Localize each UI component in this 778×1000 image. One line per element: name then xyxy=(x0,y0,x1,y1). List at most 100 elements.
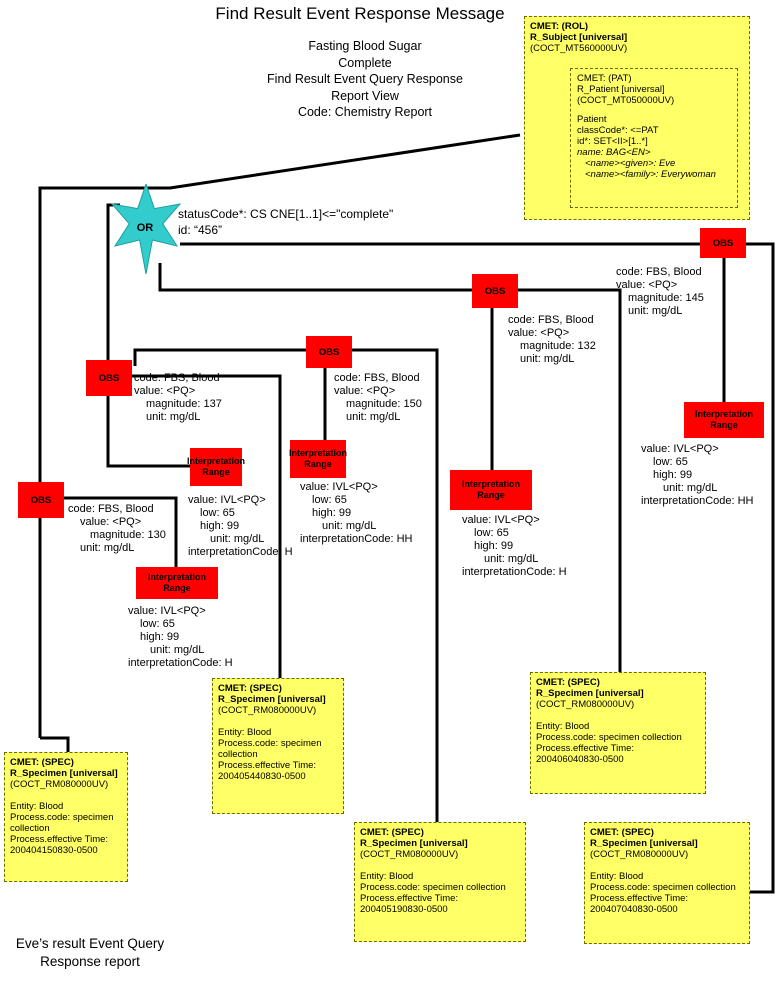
or-root-label: OR xyxy=(136,222,154,234)
or-root-star xyxy=(110,184,182,274)
footer-line: Eve’s result Event Query xyxy=(15,936,165,951)
range-attributes-137: value: IVL<PQ> low: 65 high: 99 unit: mg… xyxy=(188,494,293,559)
obs-value: value: <PQ> xyxy=(134,385,196,397)
obs-unit: unit: mg/dL xyxy=(146,411,201,423)
range-unit: unit: mg/dL xyxy=(484,553,539,565)
range-interpretation: interpretationCode: HH xyxy=(300,533,413,545)
obs-magnitude: magnitude: 145 xyxy=(628,292,704,304)
diagram-footer: Eve’s result Event Query Response report xyxy=(0,935,180,971)
specimen-process-code: Process.code: specimen collection xyxy=(590,882,736,893)
obs-attributes-137: code: FBS, Blood value: <PQ> magnitude: … xyxy=(134,372,222,424)
specimen-process-code: Process.code: specimen collection xyxy=(536,732,682,743)
obs-code: code: FBS, Blood xyxy=(616,266,702,278)
range-value: value: IVL<PQ> xyxy=(300,481,378,493)
obs-magnitude: magnitude: 150 xyxy=(346,398,422,410)
specimen-time: 200407040830-0500 xyxy=(590,904,678,915)
range-high: high: 99 xyxy=(312,507,352,519)
obs-unit: unit: mg/dL xyxy=(80,542,135,554)
range-unit: unit: mg/dL xyxy=(210,533,265,545)
obs-value: value: <PQ> xyxy=(80,516,142,528)
obs-box-145: OBS xyxy=(700,228,746,258)
range-value: value: IVL<PQ> xyxy=(128,605,206,617)
patient-family-name: <name><family>: Everywoman xyxy=(585,169,716,180)
cmet-header: CMET: (SPEC) xyxy=(10,757,74,768)
root-id: id: “456” xyxy=(178,223,223,237)
obs-value: value: <PQ> xyxy=(508,327,570,339)
range-interpretation: interpretationCode: H xyxy=(462,566,567,578)
range-high: high: 99 xyxy=(474,540,514,552)
range-low: low: 65 xyxy=(474,527,509,539)
interpretation-range-box-130: Interpretation Range xyxy=(136,567,218,599)
range-low: low: 65 xyxy=(200,507,235,519)
obs-box-130: OBS xyxy=(18,482,64,518)
range-high: high: 99 xyxy=(140,631,180,643)
cmet-code: (COCT_RM080000UV) xyxy=(360,849,459,860)
cmet-code: (COCT_RM080000UV) xyxy=(536,699,635,710)
diagram-subtitle: Fasting Blood Sugar Complete Find Result… xyxy=(230,38,500,121)
subtitle-line: Fasting Blood Sugar xyxy=(308,39,422,53)
cmet-code: (COCT_MT560000UV) xyxy=(530,43,628,54)
specimen-process-code: Process.code: specimen collection xyxy=(10,812,114,834)
obs-code: code: FBS, Blood xyxy=(68,503,154,515)
cmet-name: R_Specimen [universal] xyxy=(590,838,698,849)
obs-magnitude: magnitude: 130 xyxy=(90,529,166,541)
specimen-process-code: Process.code: specimen collection xyxy=(218,738,322,760)
obs-value: value: <PQ> xyxy=(616,279,678,291)
specimen-time-label: Process.effective Time: xyxy=(10,834,109,845)
specimen-entity: Entity: Blood xyxy=(10,801,64,812)
obs-value: value: <PQ> xyxy=(334,385,396,397)
specimen-time: 200406040830-0500 xyxy=(536,754,624,765)
specimen-entity: Entity: Blood xyxy=(536,721,590,732)
cmet-header: CMET: (SPEC) xyxy=(590,827,654,838)
range-attributes-145: value: IVL<PQ> low: 65 high: 99 unit: mg… xyxy=(641,443,754,508)
patient-given-name: <name><given>: Eve xyxy=(585,158,676,169)
cmet-header: CMET: (ROL) xyxy=(530,21,589,32)
cmet-code: (COCT_RM080000UV) xyxy=(10,779,109,790)
specimen-process-code: Process.code: specimen collection xyxy=(360,882,506,893)
range-unit: unit: mg/dL xyxy=(150,644,205,656)
patient-class-title: Patient xyxy=(577,114,607,125)
obs-box-150: OBS xyxy=(306,336,352,368)
range-unit: unit: mg/dL xyxy=(663,482,718,494)
specimen-cmet-box-1: CMET: (SPEC) R_Specimen [universal] (COC… xyxy=(4,752,128,882)
subtitle-line: Report View xyxy=(331,88,399,103)
range-interpretation: interpretationCode: HH xyxy=(641,495,754,507)
diagram-title: Find Result Event Response Message xyxy=(215,4,505,23)
cmet-name: R_Specimen [universal] xyxy=(10,768,118,779)
specimen-time-label: Process.effective Time: xyxy=(590,893,689,904)
subtitle-line: Find Result Event Query Response xyxy=(267,72,463,86)
specimen-time: 200405190830-0500 xyxy=(360,904,448,915)
interpretation-range-box-132: Interpretation Range xyxy=(450,470,532,510)
obs-magnitude: magnitude: 137 xyxy=(146,398,222,410)
obs-code: code: FBS, Blood xyxy=(334,372,420,384)
specimen-cmet-box-2: CMET: (SPEC) R_Specimen [universal] (COC… xyxy=(212,678,344,814)
obs-box-137: OBS xyxy=(86,360,132,396)
subject-cmet-box: CMET: (ROL) R_Subject [universal] (COCT_… xyxy=(524,16,750,220)
cmet-code: (COCT_RM080000UV) xyxy=(590,849,689,860)
range-value: value: IVL<PQ> xyxy=(188,494,266,506)
cmet-code: (COCT_RM080000UV) xyxy=(218,705,317,716)
specimen-cmet-box-4: CMET: (SPEC) R_Specimen [universal] (COC… xyxy=(530,672,706,794)
root-status-text: statusCode*: CS CNE[1..1]<="complete" id… xyxy=(178,206,393,238)
specimen-entity: Entity: Blood xyxy=(360,871,414,882)
specimen-entity: Entity: Blood xyxy=(590,871,644,882)
range-interpretation: interpretationCode: H xyxy=(128,657,233,669)
cmet-name: R_Specimen [universal] xyxy=(218,694,326,705)
specimen-cmet-box-3: CMET: (SPEC) R_Specimen [universal] (COC… xyxy=(354,822,526,942)
range-low: low: 65 xyxy=(312,494,347,506)
range-high: high: 99 xyxy=(653,469,693,481)
cmet-name: R_Specimen [universal] xyxy=(536,688,644,699)
obs-code: code: FBS, Blood xyxy=(134,372,220,384)
range-unit: unit: mg/dL xyxy=(322,520,377,532)
range-low: low: 65 xyxy=(653,456,688,468)
specimen-time-label: Process.effective Time: xyxy=(536,743,635,754)
cmet-header: CMET: (SPEC) xyxy=(360,827,424,838)
obs-unit: unit: mg/dL xyxy=(628,305,683,317)
range-value: value: IVL<PQ> xyxy=(462,514,540,526)
cmet-header: CMET: (PAT) xyxy=(577,73,632,84)
cmet-name: R_Patient [universal] xyxy=(577,84,665,95)
obs-attributes-150: code: FBS, Blood value: <PQ> magnitude: … xyxy=(334,372,422,424)
obs-code: code: FBS, Blood xyxy=(508,314,594,326)
interpretation-range-box-137: Interpretation Range xyxy=(187,448,245,486)
subtitle-line: Code: Chemistry Report xyxy=(297,105,433,119)
